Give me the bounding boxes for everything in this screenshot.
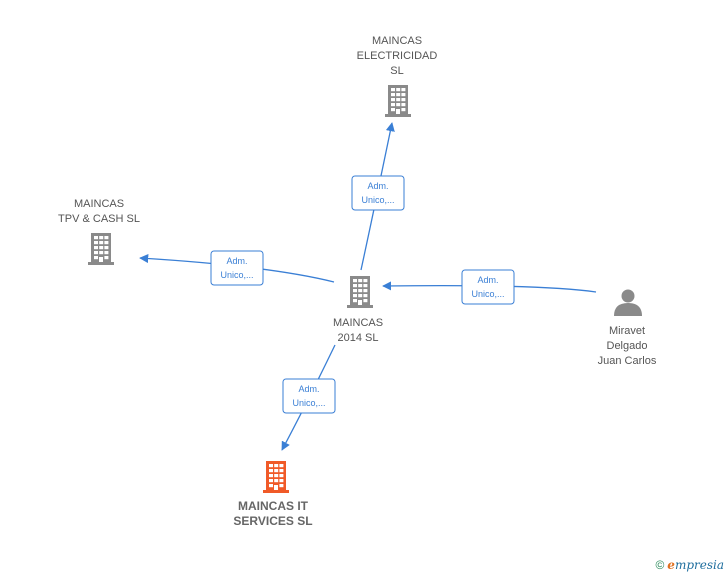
edge-label-box[interactable] xyxy=(351,175,405,211)
edge-label-text: Unico,... xyxy=(220,270,253,280)
node-label[interactable]: MAINCAS xyxy=(372,35,422,47)
edge-label-text: Unico,... xyxy=(471,289,504,299)
edge-label-text: Unico,... xyxy=(292,398,325,408)
edge-line xyxy=(382,281,597,293)
node-label[interactable]: MAINCAS xyxy=(74,198,124,210)
empresia-logo[interactable]: empresia xyxy=(667,558,724,572)
building-icon[interactable] xyxy=(385,85,411,117)
node-label[interactable]: SL xyxy=(390,65,403,77)
edge-label-text: Adm. xyxy=(298,384,319,394)
node-label[interactable]: ELECTRICIDAD xyxy=(357,50,438,62)
edge-label-text: Adm. xyxy=(477,275,498,285)
edge-to-electricidad: Adm. Unico,... xyxy=(351,122,405,271)
node-label[interactable]: 2014 SL xyxy=(338,332,379,344)
edge-label-box[interactable] xyxy=(282,378,336,414)
building-icon[interactable] xyxy=(88,233,114,265)
node-label[interactable]: MAINCAS xyxy=(333,317,383,329)
node-label[interactable]: Juan Carlos xyxy=(598,355,657,367)
node-maincas-tpv-cash: MAINCAS TPV & CASH SL xyxy=(58,198,140,265)
edge-label-text: Adm. xyxy=(367,181,388,191)
edges-layer: Adm.Unico,...Adm.Unico,...Adm.Unico,...A… xyxy=(139,122,597,451)
edge-label-text: Adm. xyxy=(226,256,247,266)
edge-to-it-services: Adm. Unico,... xyxy=(281,344,336,451)
building-icon[interactable] xyxy=(347,276,373,308)
edge-label-box[interactable] xyxy=(461,269,515,305)
node-label[interactable]: Delgado xyxy=(607,340,648,352)
node-label[interactable]: SERVICES SL xyxy=(233,514,312,528)
edge-from-person: Adm. Unico,... xyxy=(382,269,597,305)
edge-to-tpv-cash: Adm. Unico,... xyxy=(139,250,335,286)
node-label[interactable]: MAINCAS IT xyxy=(238,499,309,513)
node-label[interactable]: Miravet xyxy=(609,325,645,337)
edge-label-box[interactable] xyxy=(210,250,264,286)
edge-label-text: Unico,... xyxy=(361,195,394,205)
node-maincas-electricidad: MAINCAS ELECTRICIDAD SL xyxy=(357,35,438,117)
building-icon[interactable] xyxy=(263,461,289,493)
node-maincas-2014: MAINCAS 2014 SL xyxy=(333,276,383,344)
node-label[interactable]: TPV & CASH SL xyxy=(58,213,140,225)
copyright-symbol: © xyxy=(655,558,665,572)
footer-credit: ©empresia xyxy=(655,558,724,572)
person-icon[interactable] xyxy=(614,289,642,317)
